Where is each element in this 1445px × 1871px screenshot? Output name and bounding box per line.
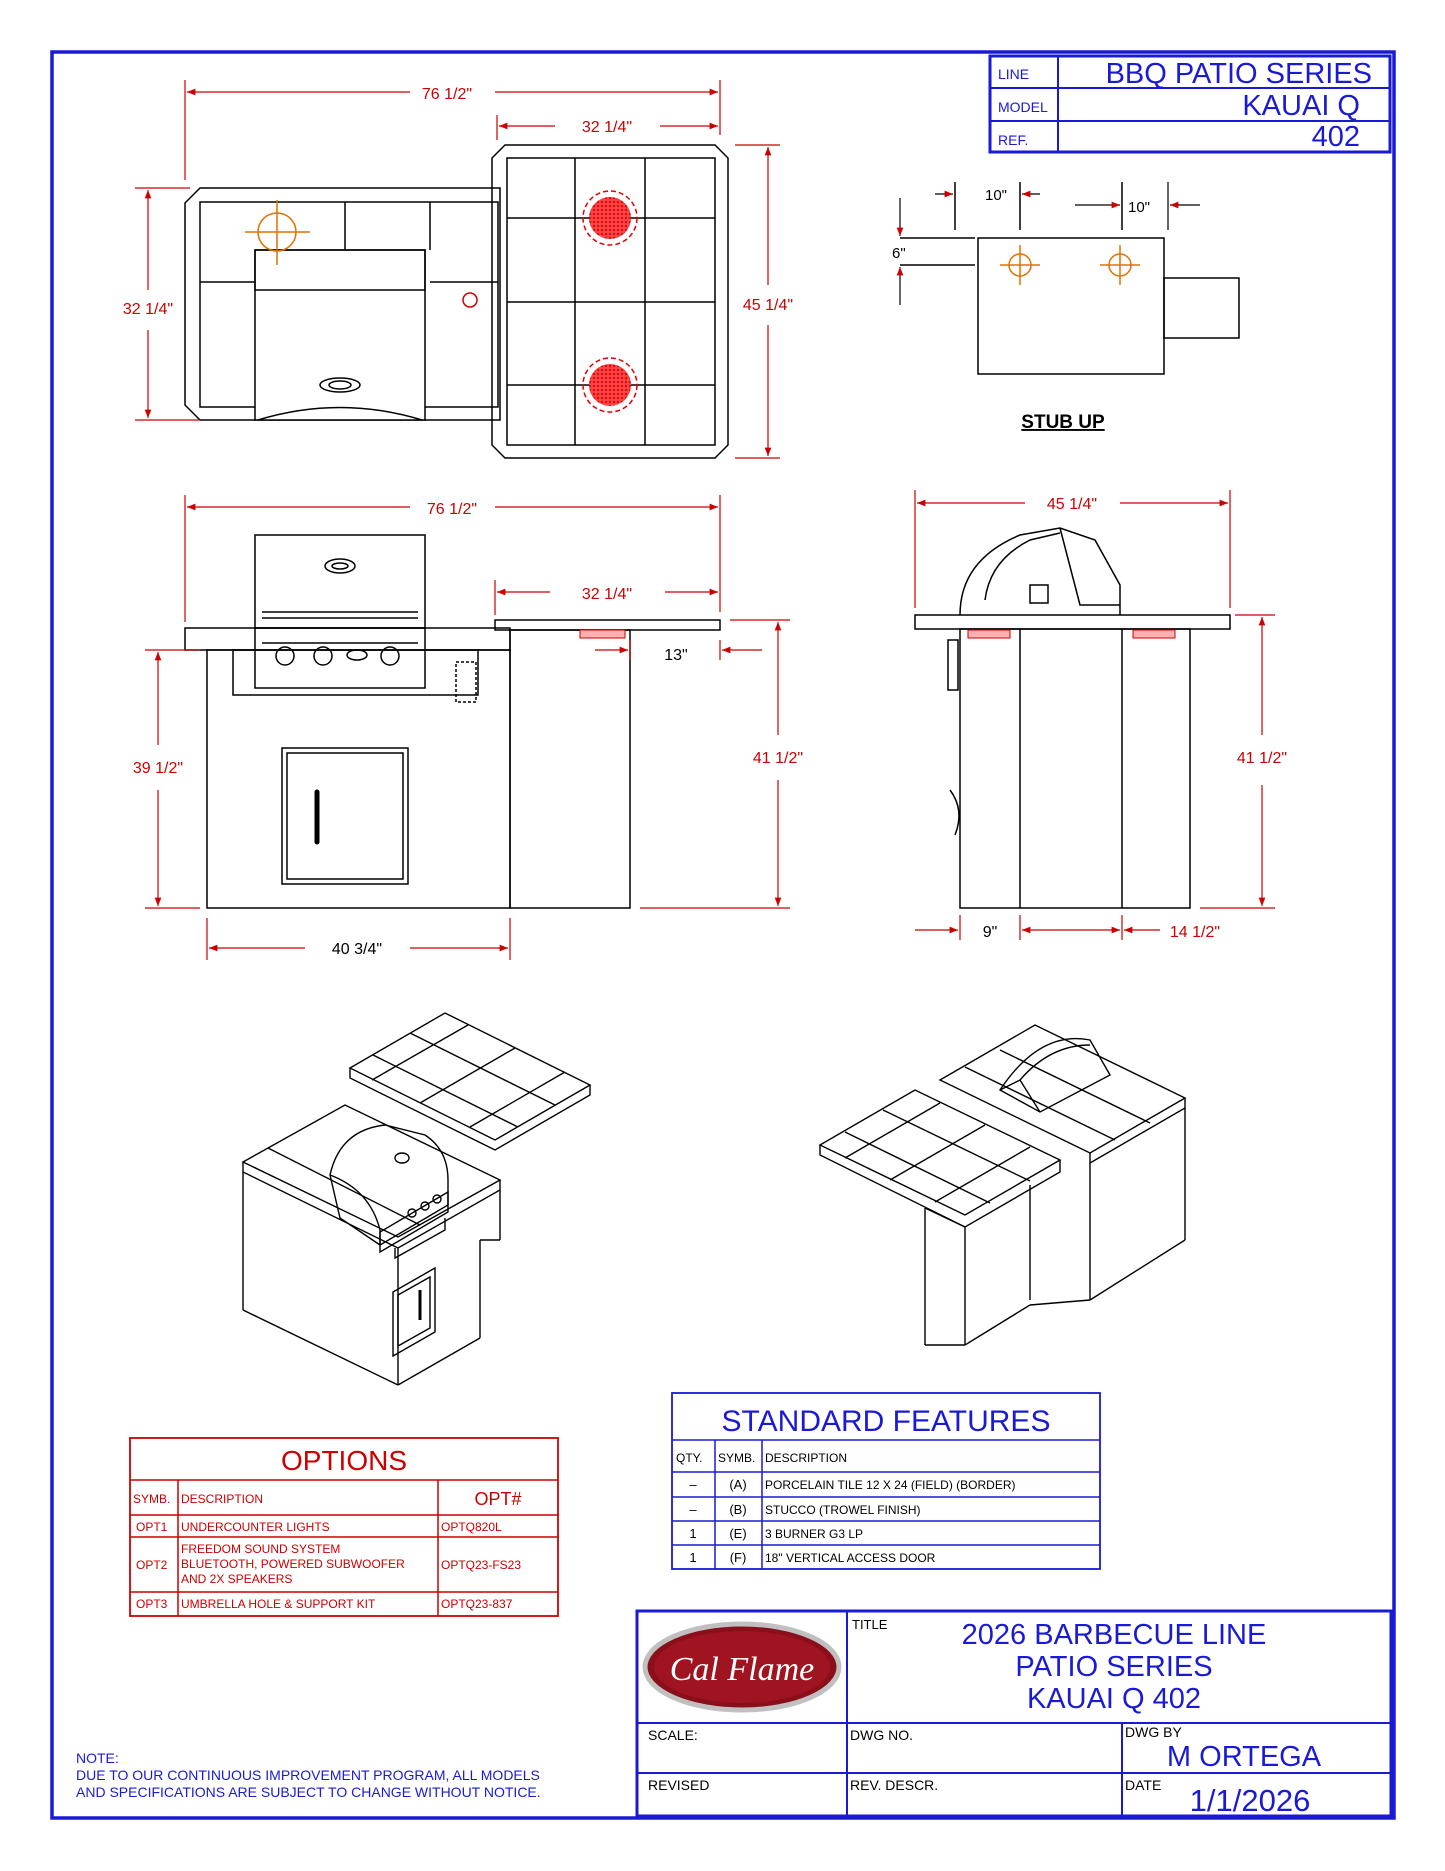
dim-front-base-width: 40 3/4" — [332, 941, 382, 958]
features-row-qty: – — [689, 1502, 697, 1517]
dim-front-height-left: 39 1/2" — [133, 760, 183, 777]
options-table: OPTIONS SYMB. DESCRIPTION OPT# OPT1 UNDE… — [129, 1437, 559, 1617]
dwg-no-label: DWG NO. — [850, 1727, 913, 1743]
stub-up-title: STUB UP — [1021, 412, 1105, 433]
undercounter-light-icon — [1132, 629, 1176, 639]
options-row-opt: OPTQ820L — [441, 1520, 502, 1534]
stub-crosshair-icon — [1100, 245, 1140, 285]
side-view-dimensions — [914, 490, 1275, 940]
features-row-desc: 18" VERTICAL ACCESS DOOR — [765, 1551, 936, 1565]
dim-side-depth: 45 1/4" — [1047, 496, 1097, 513]
stub-dim-left: 10" — [985, 187, 1007, 204]
dim-top-bar-width: 32 1/4" — [582, 119, 632, 136]
features-header-qty: QTY. — [676, 1451, 702, 1465]
stub-crosshair-icon — [245, 200, 310, 265]
options-row-symb: OPT1 — [136, 1520, 168, 1534]
isometric-view-front — [241, 1012, 592, 1386]
undercounter-light-icon — [579, 629, 626, 639]
undercounter-light-icon — [967, 629, 1011, 639]
ref-value: 402 — [1312, 121, 1360, 153]
side-view — [914, 527, 1231, 909]
dim-side-height: 41 1/2" — [1237, 750, 1287, 767]
title-line-1: 2026 BARBECUE LINE — [962, 1619, 1267, 1651]
features-row-symb: (A) — [729, 1477, 746, 1492]
features-row-qty: 1 — [689, 1526, 696, 1541]
logo-text: Cal Flame — [670, 1651, 814, 1688]
dim-front-height-right: 41 1/2" — [753, 750, 803, 767]
features-row-desc: PORCELAIN TILE 12 X 24 (FIELD) (BORDER) — [765, 1478, 1016, 1492]
options-title: OPTIONS — [281, 1445, 407, 1476]
features-header-desc: DESCRIPTION — [765, 1451, 847, 1465]
line-label: LINE — [998, 66, 1029, 82]
date-value: 1/1/2026 — [1190, 1783, 1311, 1818]
revised-label: REVISED — [648, 1777, 709, 1793]
options-header-opt: OPT# — [474, 1489, 521, 1509]
stub-dim-right: 10" — [1128, 199, 1150, 216]
options-row-desc: AND 2X SPEAKERS — [181, 1572, 292, 1586]
options-row-symb: OPT2 — [136, 1558, 168, 1572]
features-row-symb: (B) — [729, 1502, 746, 1517]
features-header-symb: SYMB. — [718, 1451, 755, 1465]
features-row-symb: (F) — [730, 1550, 747, 1565]
front-view — [184, 534, 721, 909]
note-line-1: DUE TO OUR CONTINUOUS IMPROVEMENT PROGRA… — [76, 1767, 540, 1783]
model-label: MODEL — [998, 99, 1048, 115]
cal-flame-logo: Cal Flame — [642, 1621, 842, 1713]
options-row-opt: OPTQ23-FS23 — [441, 1558, 521, 1572]
standard-features-table: STANDARD FEATURES QTY. SYMB. DESCRIPTION… — [671, 1392, 1101, 1570]
stub-up-dimensions — [896, 182, 1200, 305]
note-line-2: AND SPECIFICATIONS ARE SUBJECT TO CHANGE… — [76, 1784, 541, 1800]
options-header-desc: DESCRIPTION — [181, 1492, 263, 1506]
title-line-3: KAUAI Q 402 — [1027, 1683, 1201, 1715]
scale-label: SCALE: — [648, 1727, 698, 1743]
dim-top-bar-depth: 45 1/4" — [743, 297, 793, 314]
features-row-desc: 3 BURNER G3 LP — [765, 1527, 863, 1541]
title-line-2: PATIO SERIES — [1015, 1651, 1212, 1683]
dim-front-overhang: 13" — [664, 647, 687, 664]
dwg-by-label: DWG BY — [1125, 1724, 1182, 1740]
options-header-symb: SYMB. — [133, 1492, 170, 1506]
options-row-opt: OPTQ23-837 — [441, 1597, 513, 1611]
ref-label: REF. — [998, 132, 1028, 148]
note-label: NOTE: — [76, 1750, 119, 1766]
dim-front-bar-width: 32 1/4" — [582, 586, 632, 603]
top-view — [184, 144, 729, 459]
options-row-symb: OPT3 — [136, 1597, 168, 1611]
dim-top-depth-left: 32 1/4" — [123, 301, 173, 318]
dwg-by-value: M ORTEGA — [1167, 1741, 1322, 1773]
burner-icon — [582, 190, 638, 246]
burner-icon — [582, 357, 638, 413]
options-row-desc: UMBRELLA HOLE & SUPPORT KIT — [181, 1597, 376, 1611]
bottom-title-block — [635, 1609, 1393, 1818]
front-view-dimensions — [145, 495, 790, 960]
features-row-qty: 1 — [689, 1550, 696, 1565]
options-row-desc: BLUETOOTH, POWERED SUBWOOFER — [181, 1557, 405, 1571]
date-label: DATE — [1125, 1777, 1161, 1793]
dim-front-overall-width: 76 1/2" — [427, 501, 477, 518]
model-value: KAUAI Q — [1242, 90, 1360, 122]
standard-features-title: STANDARD FEATURES — [722, 1405, 1051, 1438]
stub-crosshair-icon — [1000, 245, 1040, 285]
stub-dim-vertical: 6" — [892, 245, 906, 262]
line-value: BBQ PATIO SERIES — [1106, 58, 1372, 90]
stub-up-view — [900, 182, 1240, 375]
dim-side-a: 9" — [983, 924, 998, 941]
options-row-desc: UNDERCOUNTER LIGHTS — [181, 1520, 330, 1534]
dim-side-b: 14 1/2" — [1170, 924, 1220, 941]
isometric-view-rear — [818, 1024, 1187, 1346]
rev-descr-label: REV. DESCR. — [850, 1777, 938, 1793]
top-title-block: LINE BBQ PATIO SERIES MODEL KAUAI Q REF.… — [988, 54, 1392, 154]
features-row-symb: (E) — [729, 1526, 746, 1541]
features-row-qty: – — [689, 1477, 697, 1492]
options-row-desc: FREEDOM SOUND SYSTEM — [181, 1542, 340, 1556]
sheet-border — [50, 50, 1396, 1820]
dim-top-overall-width: 76 1/2" — [422, 86, 472, 103]
title-label: TITLE — [852, 1617, 888, 1632]
top-view-dimensions — [135, 80, 780, 459]
features-row-desc: STUCCO (TROWEL FINISH) — [765, 1503, 921, 1517]
